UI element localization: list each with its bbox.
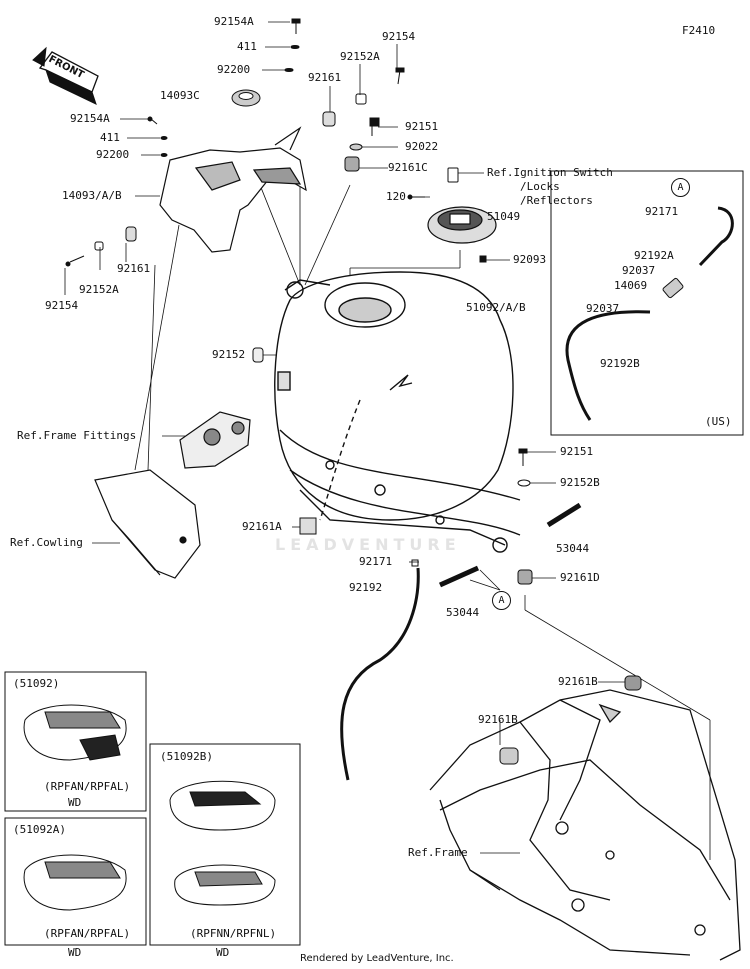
ref-frame-fittings: Ref.Frame Fittings — [17, 429, 137, 442]
variant-codes: (RPFAN/RPFAL) — [44, 927, 131, 940]
variant-codes: (RPFAN/RPFAL) — [44, 780, 131, 793]
variant-part: (51092) — [13, 677, 60, 690]
ref-ignition-switch: Ref.Ignition Switch — [487, 166, 613, 179]
part-label: 92161 — [308, 71, 342, 84]
variant-box-51092 — [4, 671, 147, 812]
part-label: 92154 — [382, 30, 416, 43]
variant-market: WD — [68, 796, 82, 809]
us-part-label: 14069 — [614, 279, 648, 292]
frame — [429, 689, 741, 961]
part-label: 92161 — [117, 262, 151, 275]
part-label: 92152A — [79, 283, 119, 296]
footer-credit: Rendered by LeadVenture, Inc. — [300, 953, 454, 964]
figure-code: F2410 — [682, 24, 716, 37]
part-label: 92200 — [96, 148, 130, 161]
fuel-tank — [274, 271, 521, 553]
part-label: 51049 — [487, 210, 521, 223]
part-label: 92152A — [340, 50, 380, 63]
ref-frame: Ref.Frame — [408, 846, 468, 859]
ref-locks: /Locks — [520, 180, 560, 193]
variant-codes: (RPFNN/RPFNL) — [190, 927, 277, 940]
part-label: 92093 — [513, 253, 547, 266]
fasteners — [65, 18, 642, 765]
part-label: 92161C — [388, 161, 428, 174]
part-label: 14093/A/B — [62, 189, 122, 202]
tank-cover — [159, 126, 307, 253]
part-label: 92200 — [217, 63, 251, 76]
part-label: 92161D — [560, 571, 600, 584]
us-part-label: 92192A — [634, 249, 674, 262]
part-label: 92171 — [359, 555, 393, 568]
us-region-label: (US) — [705, 415, 732, 428]
callout-a-us: A — [671, 178, 690, 197]
part-label: 92161A — [242, 520, 282, 533]
part-label: 92154 — [45, 299, 79, 312]
fuel-cap — [427, 206, 497, 244]
us-part-label: 92037 — [622, 264, 656, 277]
variant-market: WD — [216, 946, 230, 959]
part-label: 120 — [386, 190, 406, 203]
variant-part: (51092A) — [13, 823, 66, 836]
part-label: 53044 — [556, 542, 590, 555]
variant-box-51092B — [149, 743, 301, 946]
part-label: 92154A — [70, 112, 110, 125]
us-part-label: 92171 — [645, 205, 679, 218]
callout-a-main: A — [492, 591, 511, 610]
variant-market: WD — [68, 946, 82, 959]
part-label: 92152 — [212, 348, 246, 361]
part-label: 92192 — [349, 581, 383, 594]
ref-reflectors: /Reflectors — [520, 194, 593, 207]
us-variant-box — [550, 170, 744, 436]
us-part-label: 92037 — [586, 302, 620, 315]
part-label: 92151 — [560, 445, 594, 458]
frame-fittings — [179, 411, 251, 469]
part-label: 411 — [237, 40, 257, 53]
part-label: 411 — [100, 131, 120, 144]
part-label: 53044 — [446, 606, 480, 619]
part-label: 92161B — [558, 675, 598, 688]
hose — [340, 567, 420, 781]
ref-cowling: Ref.Cowling — [10, 536, 83, 549]
variant-part: (51092B) — [160, 750, 213, 763]
variant-box-51092A — [4, 817, 147, 946]
part-label: 14093C — [160, 89, 200, 102]
us-part-label: 92192B — [600, 357, 640, 370]
part-label: 92161B — [478, 713, 518, 726]
part-label: 92154A — [214, 15, 254, 28]
leader-lines — [64, 21, 711, 860]
part-label: 51092/A/B — [466, 301, 526, 314]
part-label: 92151 — [405, 120, 439, 133]
watermark: LEADVENTURE — [275, 535, 461, 554]
front-arrow-icon — [32, 46, 99, 105]
part-label: 92022 — [405, 140, 439, 153]
part-label: 92152B — [560, 476, 600, 489]
cowling — [94, 469, 201, 579]
